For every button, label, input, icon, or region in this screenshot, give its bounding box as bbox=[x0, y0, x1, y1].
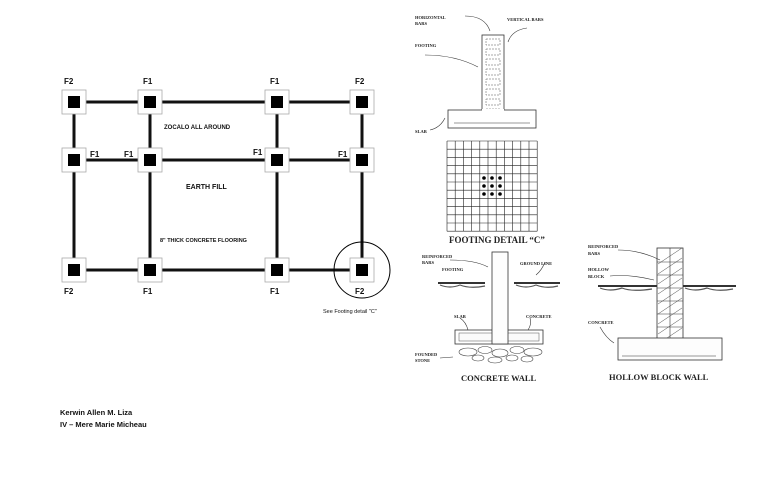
reinforced-bars-label: BARS bbox=[422, 260, 435, 265]
concrete-label: CONCRETE bbox=[526, 314, 552, 319]
horizontal-bar bbox=[485, 68, 501, 76]
footing-detail-title: FOOTING DETAIL “C” bbox=[449, 235, 545, 245]
column bbox=[144, 154, 156, 166]
hollow-block-wall-drawing bbox=[598, 247, 736, 361]
footing-label: FOOTING bbox=[415, 43, 437, 48]
hollow-block-wall-title: HOLLOW BLOCK WALL bbox=[609, 372, 709, 382]
footing-grid bbox=[446, 140, 538, 232]
column bbox=[271, 154, 283, 166]
author-section: IV – Mere Marie Micheau bbox=[60, 420, 147, 429]
column bbox=[356, 154, 368, 166]
hatch-line bbox=[657, 297, 683, 315]
footing-label: F1 bbox=[253, 148, 263, 157]
hatch-line bbox=[657, 277, 683, 295]
reinforced-bars-label: BARS bbox=[588, 251, 601, 256]
floor-plan bbox=[61, 89, 375, 283]
horizontal-bar bbox=[485, 88, 501, 96]
slab-label: SLAB bbox=[454, 314, 466, 319]
detail-callout-circle bbox=[333, 241, 391, 299]
footing-label: F1 bbox=[143, 77, 153, 86]
rebar-dot bbox=[498, 192, 502, 196]
concrete-wall-drawing bbox=[438, 251, 560, 364]
rebar-dot bbox=[490, 184, 494, 188]
horizontal-bars-label: BARS bbox=[415, 21, 428, 26]
zocalo-label: ZOCALO ALL AROUND bbox=[164, 125, 231, 131]
rebar-dot bbox=[482, 184, 486, 188]
footing-label: F1 bbox=[143, 287, 153, 296]
footing-label: F1 bbox=[90, 150, 100, 159]
earth-fill-label: EARTH FILL bbox=[186, 184, 228, 191]
column-detail bbox=[424, 15, 537, 131]
concrete-label: CONCRETE bbox=[588, 320, 614, 325]
founded-stone-label: STONE bbox=[415, 358, 430, 363]
rebar-dot bbox=[498, 184, 502, 188]
footing-label: F2 bbox=[355, 287, 365, 296]
horizontal-bar bbox=[485, 78, 501, 86]
rebar-dot bbox=[482, 192, 486, 196]
see-detail-note: See Footing detail "C" bbox=[323, 309, 377, 315]
footing-label: F1 bbox=[270, 77, 280, 86]
footing-label: FOOTING bbox=[442, 267, 464, 272]
horizontal-bars-label: HORIZONTAL bbox=[415, 15, 446, 20]
footing-label: F1 bbox=[338, 150, 348, 159]
slab-label: SLAB bbox=[415, 129, 427, 134]
hatch-line bbox=[657, 257, 683, 275]
rebar-dot bbox=[498, 176, 502, 180]
footing-label: F2 bbox=[64, 287, 74, 296]
hatch-line bbox=[657, 287, 683, 305]
footing-label: F2 bbox=[355, 77, 365, 86]
hollow-block-label: HOLLOW bbox=[588, 267, 610, 272]
flooring-label: 8" THICK CONCRETE FLOORING bbox=[160, 238, 247, 244]
rebar-dot bbox=[482, 176, 486, 180]
footing-label: F1 bbox=[270, 287, 280, 296]
founded-stone-label: FOUNDED bbox=[415, 352, 438, 357]
footing-pad bbox=[137, 257, 163, 283]
reinforced-bars-label: REINFORCED bbox=[588, 244, 619, 249]
hatch-line bbox=[657, 317, 683, 335]
hatch-line bbox=[657, 247, 683, 265]
rebar-dot bbox=[490, 176, 494, 180]
footing-label: F2 bbox=[64, 77, 74, 86]
column bbox=[68, 154, 80, 166]
hollow-block-label: BLOCK bbox=[588, 274, 605, 279]
ground-line-label: GROUND LINE bbox=[520, 261, 552, 266]
column bbox=[144, 96, 156, 108]
author-name: Kerwin Allen M. Liza bbox=[60, 408, 133, 417]
column bbox=[144, 264, 156, 276]
hatch-line bbox=[657, 267, 683, 285]
footing-label: F1 bbox=[124, 150, 134, 159]
hatch-line bbox=[657, 307, 683, 325]
column bbox=[271, 96, 283, 108]
footing-pad bbox=[137, 147, 163, 173]
horizontal-bar bbox=[485, 58, 501, 66]
reinforced-bars-label: REINFORCED bbox=[422, 254, 453, 259]
horizontal-bar bbox=[485, 38, 501, 46]
horizontal-bar bbox=[485, 98, 501, 106]
column bbox=[68, 264, 80, 276]
column bbox=[68, 96, 80, 108]
column bbox=[271, 264, 283, 276]
column bbox=[356, 264, 368, 276]
column bbox=[356, 96, 368, 108]
horizontal-bar bbox=[485, 48, 501, 56]
concrete-wall-title: CONCRETE WALL bbox=[461, 373, 537, 383]
rebar-dot bbox=[490, 192, 494, 196]
vertical-bars-label: VERTICAL BARS bbox=[507, 17, 544, 22]
